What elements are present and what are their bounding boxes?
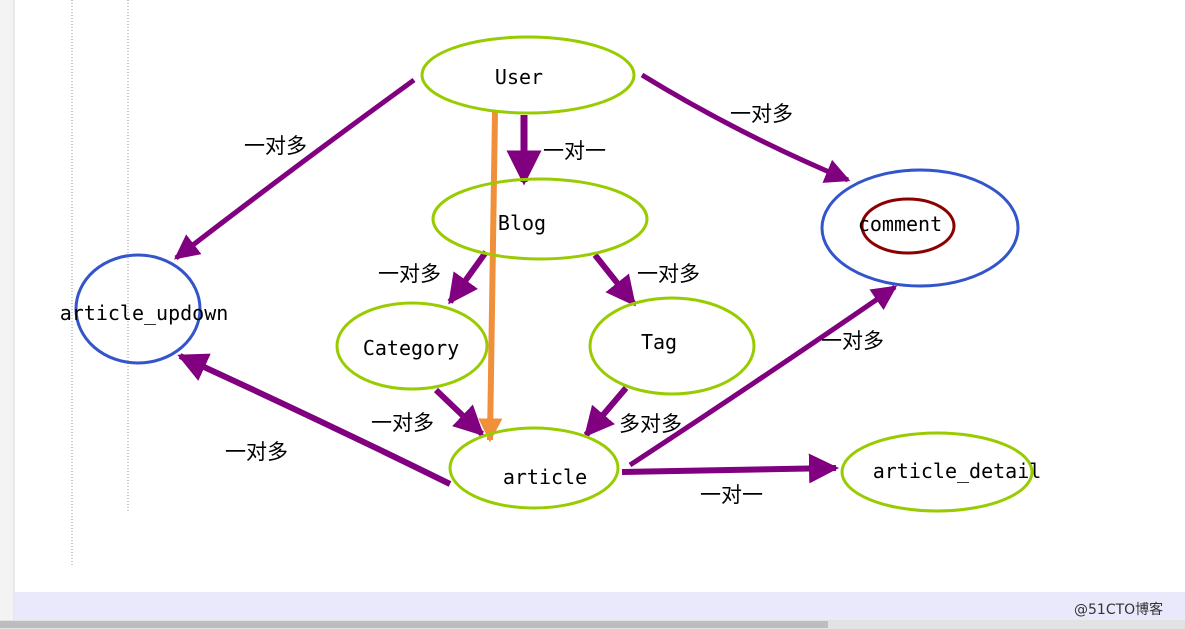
edge-user-comment-label: 一对多 — [730, 102, 793, 126]
edge-category-article — [433, 387, 485, 437]
node-category-label: Category — [363, 336, 459, 360]
node-tag — [588, 296, 756, 396]
left-gutter — [0, 0, 14, 629]
edge-article-comment-label: 一对多 — [821, 329, 884, 353]
node-comment-label: comment — [858, 212, 942, 236]
edge-user-article-orange — [478, 111, 503, 443]
edge-blog-tag-label: 一对多 — [637, 262, 700, 286]
node-user — [420, 35, 636, 115]
node-article-detail — [840, 431, 1034, 513]
edge-user-comment — [640, 72, 851, 183]
node-article — [448, 426, 620, 510]
node-comment-inner — [860, 197, 956, 255]
edge-blog-tag — [592, 253, 637, 307]
node-article-label: article — [503, 465, 587, 489]
edge-article-updown-label: 一对多 — [225, 440, 288, 464]
node-comment — [820, 168, 1020, 288]
node-tag-label: Tag — [641, 330, 677, 354]
edge-user-article-updown — [174, 77, 416, 260]
node-blog — [431, 177, 649, 261]
edge-tag-article — [583, 386, 629, 438]
edge-blog-category-label: 一对多 — [378, 262, 441, 286]
bottom-band — [14, 592, 1185, 620]
watermark-text: @51CTO博客 — [1074, 601, 1163, 618]
node-article-detail-label: article_detail — [873, 459, 1042, 483]
edge-article-comment — [628, 284, 898, 468]
edge-user-blog-label: 一对一 — [543, 139, 606, 163]
edge-blog-category — [447, 250, 489, 305]
edge-article-detail-label: 一对一 — [700, 483, 763, 507]
node-article-updown-label: article_updown — [60, 301, 229, 325]
node-category — [335, 301, 489, 391]
edge-category-article-label: 一对多 — [371, 411, 434, 435]
edge-user-updown-label: 一对多 — [244, 134, 307, 158]
edge-article-detail — [621, 453, 839, 484]
edge-article-updown — [177, 353, 452, 487]
node-user-label: User — [495, 65, 543, 89]
node-blog-label: Blog — [498, 211, 546, 235]
scrollbar-thumb[interactable] — [0, 621, 828, 628]
edge-tag-article-label: 多对多 — [619, 412, 682, 436]
node-article-updown — [74, 253, 202, 365]
